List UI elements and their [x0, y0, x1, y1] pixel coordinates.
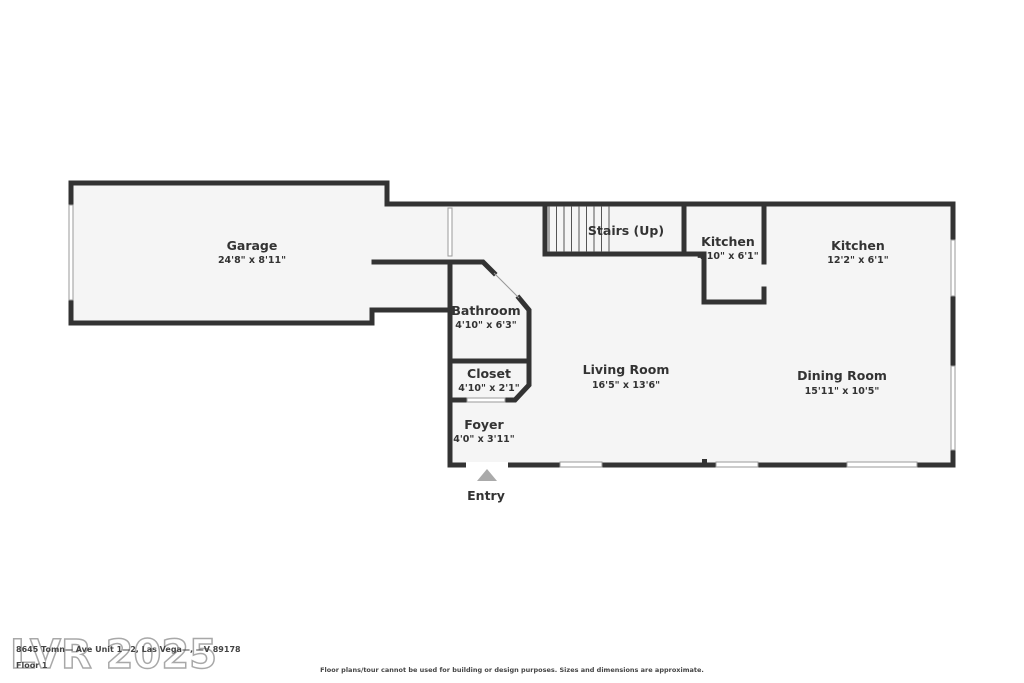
living-room-dims: 16'5" x 13'6" [592, 380, 660, 391]
entry-label: Entry [467, 488, 505, 503]
bathroom-label: Bathroom [451, 303, 520, 318]
bathroom-dims: 4'10" x 6'3" [455, 320, 517, 331]
house-walls [447, 201, 956, 468]
closet-dims: 4'10" x 2'1" [458, 383, 520, 394]
dining-room-label: Dining Room [797, 368, 887, 383]
living-room-label: Living Room [583, 362, 670, 377]
windows [466, 239, 956, 468]
footer-address: 8645 Tomn— Ave Unit 1—2, Las Vega—, —V 8… [16, 645, 241, 654]
footer-disclaimer: Floor plans/tour cannot be used for buil… [320, 666, 704, 674]
floor-fills [71, 183, 953, 465]
stair-treads [548, 206, 610, 252]
dining-room-dims: 15'11" x 10'5" [805, 386, 880, 397]
kitchen-label: Kitchen [831, 238, 885, 253]
foyer-dims: 4'0" x 3'11" [453, 434, 515, 445]
watermark: LVR 2025 [10, 632, 217, 678]
garage-walls [68, 180, 453, 326]
room-labels: Garage 24'8" x 8'11" Stairs (Up) Kitchen… [218, 223, 889, 503]
garage-dims: 24'8" x 8'11" [218, 255, 286, 266]
footer-floor: Floor 1 [16, 661, 48, 670]
garage-label: Garage [227, 238, 278, 253]
stairs-label: Stairs (Up) [588, 223, 664, 238]
kitchen-small-dims: 4'10" x 6'1" [697, 251, 759, 262]
entry-arrow-icon [477, 469, 497, 481]
footer: LVR 2025 8645 Tomn— Ave Unit 1—2, Las Ve… [9, 631, 704, 679]
foyer-label: Foyer [464, 417, 504, 432]
kitchen-small-label: Kitchen [701, 234, 755, 249]
closet-label: Closet [467, 366, 511, 381]
kitchen-dims: 12'2" x 6'1" [827, 255, 889, 266]
